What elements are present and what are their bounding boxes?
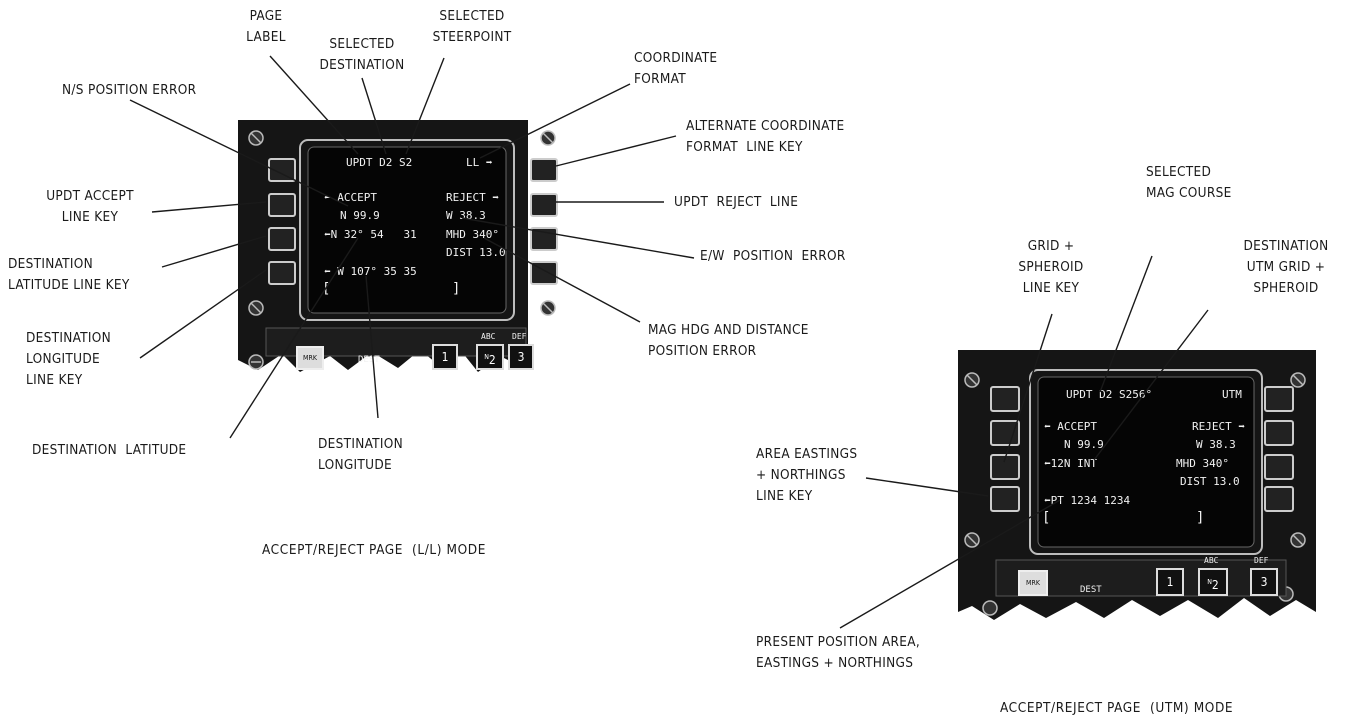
arrow-right-icon: ➡ — [1238, 420, 1245, 433]
arrow-left-icon: ⬅ — [1044, 420, 1051, 433]
line-key-left-1[interactable] — [990, 386, 1020, 412]
screen-distance: DIST 13.0 — [1180, 475, 1240, 488]
callout-present-position: PRESENT POSITION AREA,EASTINGS + NORTHIN… — [756, 632, 920, 674]
mrk-key[interactable]: MRK — [1018, 570, 1048, 596]
callout-ns-position-error: N/S POSITION ERROR — [62, 80, 196, 101]
scratchpad-close: ] — [1196, 510, 1204, 526]
screen-mag-hdg: MHD 340° — [1176, 457, 1229, 470]
position-value: PT 1234 1234 — [1051, 494, 1130, 507]
screen-page-title: UPDT D2 S256° — [1066, 388, 1152, 401]
key-3[interactable]: 3 — [1250, 568, 1278, 596]
screen-accept[interactable]: ⬅ ACCEPT — [1044, 420, 1097, 433]
key-2[interactable]: N2 — [1198, 568, 1228, 596]
line-key-right-1[interactable] — [1264, 386, 1294, 412]
scratchpad-open: [ — [1042, 510, 1050, 526]
caption-ll-mode: ACCEPT/REJECT PAGE (L/L) MODE — [262, 542, 486, 558]
arrow-left-icon: ⬅ — [1044, 494, 1051, 507]
screen-grid[interactable]: ⬅12N INT — [1044, 457, 1097, 470]
key-1-label: 1 — [1167, 575, 1174, 589]
screen-position[interactable]: ⬅PT 1234 1234 — [1044, 494, 1130, 507]
line-key-right-4[interactable] — [1264, 486, 1294, 512]
key-1[interactable]: 1 — [1156, 568, 1184, 596]
key-2-letters: ABC — [1204, 556, 1218, 565]
key-3-label: 3 — [1261, 575, 1268, 589]
line-key-left-2[interactable] — [990, 420, 1020, 446]
line-key-left-3[interactable] — [990, 454, 1020, 480]
key-2-label: 2 — [1212, 578, 1219, 592]
callout-updt-reject-line: UPDT REJECT LINE — [674, 192, 798, 213]
screen-ew-error: W 38.3 — [1196, 438, 1236, 451]
line-key-right-3[interactable] — [1264, 454, 1294, 480]
key-3-letters: DEF — [1254, 556, 1268, 565]
caption-utm-mode: ACCEPT/REJECT PAGE (UTM) MODE — [1000, 700, 1233, 716]
callout-dest-latitude: DESTINATION LATITUDE — [32, 440, 186, 461]
accept-label: ACCEPT — [1057, 420, 1097, 433]
line-key-right-2[interactable] — [1264, 420, 1294, 446]
grid-value: 12N INT — [1051, 457, 1097, 470]
arrow-left-icon: ⬅ — [1044, 457, 1051, 470]
screen-ns-error: N 99.9 — [1064, 438, 1104, 451]
mrk-label: MRK — [1026, 579, 1040, 587]
screen-reject[interactable]: REJECT ➡ — [1192, 420, 1245, 433]
reject-label: REJECT — [1192, 420, 1232, 433]
dest-label: DEST — [1080, 585, 1102, 595]
screen-coord-format: UTM — [1222, 388, 1242, 401]
line-key-left-4[interactable] — [990, 486, 1020, 512]
callout-ew-position-error: E/W POSITION ERROR — [700, 246, 846, 267]
